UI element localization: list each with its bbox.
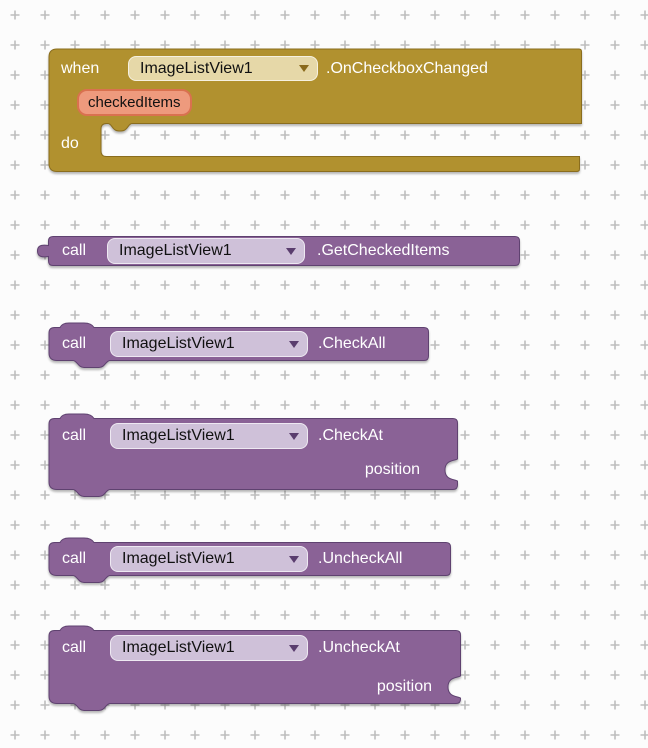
event-name: .OnCheckboxChanged bbox=[326, 60, 488, 77]
component-dropdown[interactable]: ImageListView1 bbox=[128, 56, 318, 81]
call-keyword: call bbox=[62, 427, 87, 444]
block-call-getcheckeditems[interactable]: call ImageListView1 .GetCheckedItems bbox=[37, 236, 521, 270]
call-keyword: call bbox=[62, 550, 87, 567]
param-checkeditems[interactable]: checkedItems bbox=[77, 89, 192, 116]
component-dropdown-value: ImageListView1 bbox=[122, 639, 235, 656]
arg-position-label: position bbox=[376, 678, 432, 695]
component-dropdown-value: ImageListView1 bbox=[122, 550, 235, 567]
component-dropdown-value: ImageListView1 bbox=[119, 242, 232, 259]
chevron-down-icon bbox=[289, 644, 299, 652]
component-dropdown-value: ImageListView1 bbox=[122, 335, 235, 352]
chevron-down-icon bbox=[286, 247, 296, 255]
call-keyword: call bbox=[62, 242, 87, 259]
chevron-down-icon bbox=[289, 555, 299, 563]
method-name: .UncheckAt bbox=[318, 639, 400, 656]
component-dropdown[interactable]: ImageListView1 bbox=[110, 635, 308, 661]
block-when-oncheckboxchanged[interactable]: when ImageListView1 .OnCheckboxChanged c… bbox=[48, 48, 584, 176]
block-call-uncheckall[interactable]: call ImageListView1 .UncheckAll bbox=[48, 537, 452, 584]
block-call-uncheckat[interactable]: call ImageListView1 .UncheckAt position bbox=[48, 625, 462, 713]
chevron-down-icon bbox=[289, 340, 299, 348]
call-keyword: call bbox=[62, 335, 87, 352]
when-keyword: when bbox=[61, 60, 100, 77]
block-call-checkat[interactable]: call ImageListView1 .CheckAt position bbox=[48, 413, 459, 498]
method-name: .CheckAt bbox=[318, 427, 383, 444]
method-name: .CheckAll bbox=[318, 335, 386, 352]
component-dropdown[interactable]: ImageListView1 bbox=[110, 546, 308, 572]
do-label: do bbox=[61, 135, 79, 152]
chevron-down-icon bbox=[299, 65, 309, 72]
method-name: .GetCheckedItems bbox=[317, 242, 450, 259]
call-keyword: call bbox=[62, 639, 87, 656]
chevron-down-icon bbox=[289, 432, 299, 440]
component-dropdown[interactable]: ImageListView1 bbox=[110, 331, 308, 357]
component-dropdown[interactable]: ImageListView1 bbox=[110, 423, 308, 449]
arg-position-label: position bbox=[364, 461, 420, 478]
component-dropdown[interactable]: ImageListView1 bbox=[107, 238, 305, 264]
method-name: .UncheckAll bbox=[318, 550, 403, 567]
component-dropdown-value: ImageListView1 bbox=[140, 59, 253, 77]
block-call-checkall[interactable]: call ImageListView1 .CheckAll bbox=[48, 322, 430, 369]
component-dropdown-value: ImageListView1 bbox=[122, 427, 235, 444]
